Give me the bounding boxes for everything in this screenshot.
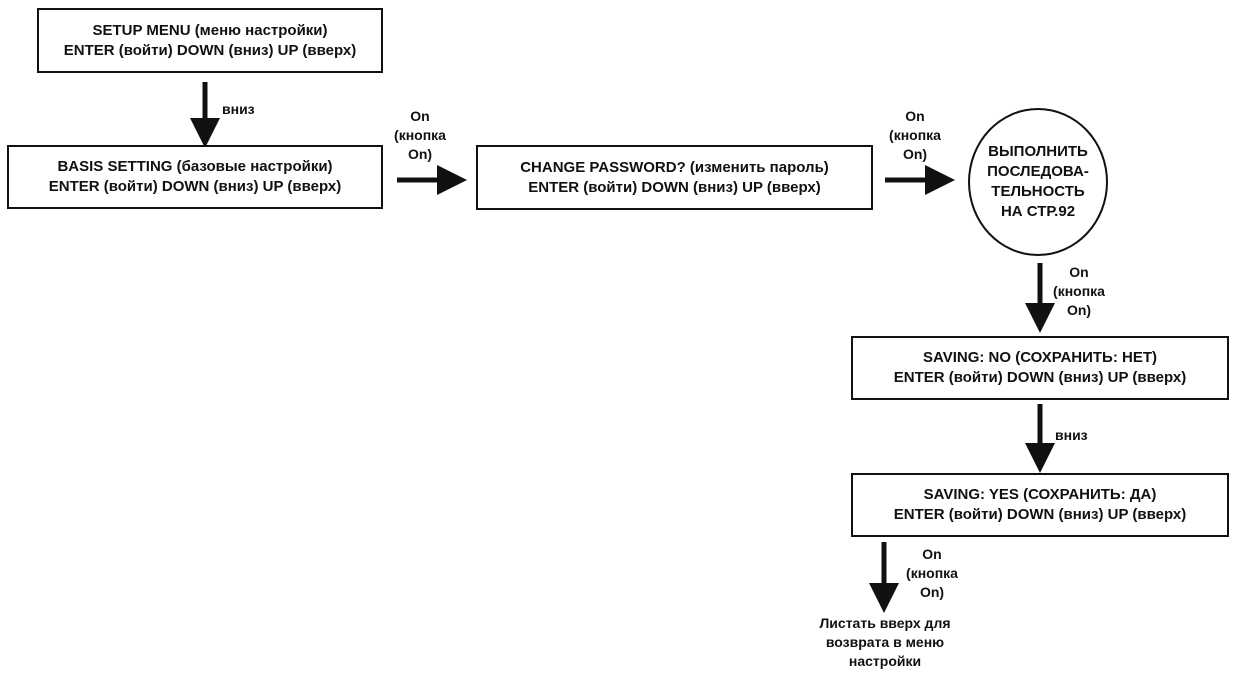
basis-setting-title: BASIS SETTING (базовые настройки) bbox=[57, 158, 333, 175]
setup-menu-keys: ENTER (войти) DOWN (вниз) UP (вверх) bbox=[63, 41, 357, 59]
label-on-text: (кнопка bbox=[906, 565, 958, 581]
label-on-text: On) bbox=[407, 146, 433, 162]
saving-yes-box: SAVING: YES (СОХРАНИТЬ: ДА) ENTER (войти… bbox=[851, 473, 1229, 537]
change-password-box: CHANGE PASSWORD? (изменить пароль) ENTER… bbox=[476, 145, 873, 210]
label-on-text: On) bbox=[902, 146, 928, 162]
saving-no-box: SAVING: NO (СОХРАНИТЬ: НЕТ) ENTER (войти… bbox=[851, 336, 1229, 400]
saving-no-title: SAVING: NO (СОХРАНИТЬ: НЕТ) bbox=[922, 349, 1158, 366]
basis-setting-keys: ENTER (войти) DOWN (вниз) UP (вверх) bbox=[48, 178, 342, 195]
setup-menu-box: SETUP MENU (меню настройки) ENTER (войти… bbox=[37, 8, 383, 73]
final-text-line: Листать вверх для bbox=[819, 615, 951, 631]
circle-line: ПОСЛЕДОВА- bbox=[987, 163, 1089, 180]
circle-line: НА СТР.92 bbox=[1000, 203, 1076, 220]
label-on-3: On (кнопка On) bbox=[1039, 263, 1119, 320]
label-on-text: On bbox=[922, 546, 942, 562]
change-password-keys: ENTER (войти) DOWN (вниз) UP (вверх) bbox=[528, 178, 821, 196]
setup-menu-title: SETUP MENU (меню настройки) bbox=[92, 21, 328, 39]
label-on-text: On) bbox=[1066, 302, 1092, 318]
final-text-line: возврата в меню bbox=[825, 634, 945, 650]
label-on-text: On bbox=[905, 108, 925, 124]
circle-line: ВЫПОЛНИТЬ bbox=[988, 143, 1088, 160]
basis-setting-box: BASIS SETTING (базовые настройки) ENTER … bbox=[7, 145, 383, 209]
label-on-text: (кнопка bbox=[1053, 283, 1105, 299]
label-on-text: On bbox=[1069, 264, 1089, 280]
label-down-2: вниз bbox=[1055, 427, 1088, 443]
change-password-title: CHANGE PASSWORD? (изменить пароль) bbox=[520, 158, 829, 176]
final-text-line: настройки bbox=[848, 653, 922, 669]
label-on-1: On (кнопка On) bbox=[380, 107, 460, 164]
label-on-text: (кнопка bbox=[394, 127, 446, 143]
label-on-4: On (кнопка On) bbox=[892, 545, 972, 602]
label-on-2: On (кнопка On) bbox=[875, 107, 955, 164]
label-on-text: On bbox=[410, 108, 430, 124]
label-on-text: On) bbox=[919, 584, 945, 600]
circle-line: ТЕЛЬНОСТЬ bbox=[991, 183, 1085, 200]
saving-no-keys: ENTER (войти) DOWN (вниз) UP (вверх) bbox=[893, 369, 1187, 386]
label-final-instruction: Листать вверх для возврата в меню настро… bbox=[790, 614, 980, 671]
saving-yes-title: SAVING: YES (СОХРАНИТЬ: ДА) bbox=[923, 486, 1157, 503]
label-down-1: вниз bbox=[222, 101, 255, 117]
run-sequence-circle: ВЫПОЛНИТЬ ПОСЛЕДОВА- ТЕЛЬНОСТЬ НА СТР.92 bbox=[968, 108, 1108, 256]
saving-yes-keys: ENTER (войти) DOWN (вниз) UP (вверх) bbox=[893, 506, 1187, 523]
label-on-text: (кнопка bbox=[889, 127, 941, 143]
